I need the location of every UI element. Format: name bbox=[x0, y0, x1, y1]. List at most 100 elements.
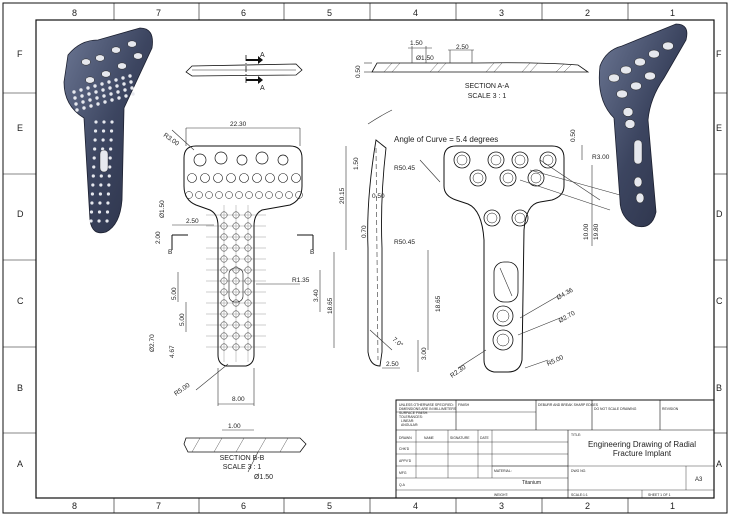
leader-line bbox=[524, 359, 549, 369]
notes-line: SURFACE FINISH: bbox=[399, 411, 428, 415]
iso-hole-small bbox=[93, 129, 98, 133]
iso-hole-small bbox=[107, 174, 111, 178]
dim-text: R50.45 bbox=[394, 165, 415, 172]
notes-line: LINEAR: bbox=[401, 419, 414, 423]
dim-text: 1.50 bbox=[410, 40, 423, 47]
isometric-view-right bbox=[598, 23, 688, 228]
screw-hole-inner bbox=[486, 212, 498, 224]
screw-hole-inner bbox=[502, 172, 514, 184]
section-arrow-icon bbox=[246, 76, 263, 84]
front-view: 22.30 R3.00 Ø1.50 2.50 2.00 B B R1.35 3.… bbox=[149, 121, 347, 406]
iso-hole-small bbox=[131, 92, 135, 96]
screw-hole-inner bbox=[496, 309, 510, 323]
finish-label: FINISH bbox=[458, 403, 470, 407]
iso-hole-small bbox=[109, 147, 113, 151]
col-label: 7 bbox=[156, 501, 161, 511]
iso-hole-small bbox=[106, 192, 110, 196]
screw-hole bbox=[214, 151, 228, 165]
iso-hole-small bbox=[93, 138, 97, 142]
iso-hole-small bbox=[89, 210, 94, 214]
iso-hole-small bbox=[91, 183, 95, 187]
front-view-holes bbox=[185, 151, 303, 351]
section-b-view: 1.00 SECTION B-B SCALE 3 : 1 Ø1.50 bbox=[183, 423, 307, 481]
iso-hole-small bbox=[109, 129, 114, 133]
col-label: 8 bbox=[72, 8, 77, 18]
iso-hole-small bbox=[117, 96, 121, 100]
iso-hole bbox=[635, 192, 645, 204]
leader-line bbox=[457, 349, 487, 369]
notes-line: DIMENSIONS ARE IN MILLIMETERS bbox=[399, 407, 457, 411]
row-label: C bbox=[17, 296, 24, 306]
dim-text: Ø1.50 bbox=[416, 55, 434, 62]
row-label: B bbox=[716, 383, 722, 393]
notes-line: ANGULAR: bbox=[401, 423, 418, 427]
small-hole bbox=[295, 191, 303, 199]
screw-hole bbox=[265, 173, 275, 183]
iso-hole-small bbox=[110, 120, 114, 124]
iso-hole-small bbox=[99, 183, 103, 187]
inner-border bbox=[35, 19, 715, 499]
iso-hole-small bbox=[94, 90, 98, 94]
row-labels-right: F E D C B A bbox=[716, 49, 723, 469]
iso-hole-small bbox=[94, 120, 98, 124]
screw-hole bbox=[487, 151, 505, 169]
row-label: Q.A bbox=[399, 483, 406, 487]
iso-hole-small bbox=[93, 84, 97, 88]
dwg-no-label: DWG NO. bbox=[571, 469, 586, 473]
section-arrow-icon bbox=[246, 56, 263, 64]
dim-text: R5.00 bbox=[173, 382, 192, 398]
sheet-label: SHEET 1 OF 1 bbox=[648, 493, 671, 497]
section-arrow-label: A bbox=[260, 85, 265, 92]
title-block: UNLESS OTHERWISE SPECIFIED: DIMENSIONS A… bbox=[395, 399, 715, 499]
revision-label: REVISION bbox=[662, 407, 679, 411]
leader-line bbox=[517, 317, 561, 336]
iso-hole-small bbox=[93, 147, 97, 151]
screw-hole bbox=[278, 173, 288, 183]
small-hole bbox=[235, 191, 243, 199]
dim-text: R50.45 bbox=[394, 239, 415, 246]
iso-hole-small bbox=[79, 88, 83, 92]
dim-text: 2.50 bbox=[186, 218, 199, 225]
dim-text: 4.67 bbox=[169, 345, 176, 358]
iso-hole-small bbox=[90, 201, 94, 205]
screw-hole-inner bbox=[530, 172, 542, 184]
front-view-outline bbox=[183, 145, 303, 367]
front-slot bbox=[228, 267, 244, 303]
leader-line bbox=[171, 129, 195, 151]
col-label: 8 bbox=[72, 501, 77, 511]
screw-hole bbox=[187, 173, 197, 183]
screw-hole bbox=[499, 169, 517, 187]
leader-line bbox=[247, 451, 259, 473]
dim-text: 3.40 bbox=[313, 289, 320, 302]
iso-hole-small bbox=[116, 90, 120, 94]
iso-hole bbox=[616, 89, 628, 99]
dim-text: 7.0° bbox=[391, 335, 405, 349]
iso-hole-small bbox=[91, 174, 95, 178]
iso-hole-small bbox=[92, 156, 96, 160]
drawing-title-line1: Engineering Drawing of Radial bbox=[588, 440, 696, 449]
iso-hole-small bbox=[87, 92, 91, 96]
column-labels-top: 8 7 6 5 4 3 2 1 bbox=[72, 8, 675, 18]
iso-hole bbox=[624, 119, 636, 129]
notes-line: UNLESS OTHERWISE SPECIFIED: bbox=[399, 403, 454, 407]
angle-note: Angle of Curve = 5.4 degrees bbox=[394, 135, 498, 144]
screw-hole-inner bbox=[490, 154, 502, 166]
small-hole bbox=[215, 191, 223, 199]
dim-text: Ø1.50 bbox=[254, 474, 273, 481]
screw-hole bbox=[255, 151, 269, 165]
section-arrow-label: B bbox=[168, 249, 172, 256]
leader-line bbox=[369, 329, 393, 351]
small-hole bbox=[275, 191, 283, 199]
screw-hole-inner bbox=[496, 333, 510, 347]
screw-hole bbox=[277, 154, 289, 166]
col-label: 2 bbox=[585, 501, 590, 511]
iso-hole-small bbox=[107, 183, 111, 187]
iso-hole bbox=[101, 70, 111, 78]
iso-hole-small bbox=[95, 96, 99, 100]
iso-hole-small bbox=[128, 74, 132, 78]
leader-line bbox=[519, 179, 611, 211]
iso-hole-small bbox=[101, 129, 106, 133]
dim-text: Ø1.50 bbox=[159, 200, 166, 218]
iso-hole-small bbox=[109, 138, 113, 142]
